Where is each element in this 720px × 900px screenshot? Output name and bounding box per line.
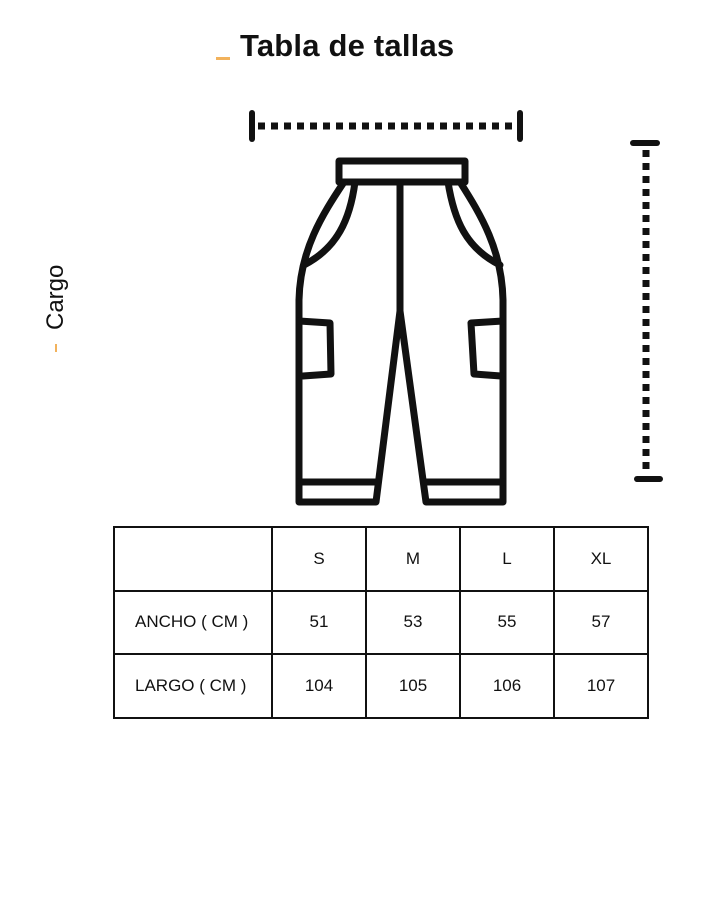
- table-header-row: S M L XL: [113, 526, 649, 592]
- table-row: ANCHO ( CM ) 51 53 55 57: [113, 589, 649, 656]
- size-chart-table: S M L XL ANCHO ( CM ) 51 53 55 57 LARGO …: [113, 526, 649, 719]
- table-row: LARGO ( CM ) 104 105 106 107: [113, 653, 649, 719]
- page-header: Tabla de tallas: [216, 28, 454, 64]
- table-cell: 55: [459, 589, 555, 656]
- measurement-illustration: [249, 110, 663, 506]
- header-cell-xl: XL: [553, 526, 649, 592]
- table-cell: 51: [271, 589, 367, 656]
- header-cell-s: S: [271, 526, 367, 592]
- table-cell: 53: [365, 589, 461, 656]
- header-cell-l: L: [459, 526, 555, 592]
- row-label-largo: LARGO ( CM ): [113, 653, 273, 719]
- table-cell: 105: [365, 653, 461, 719]
- pants-icon: [295, 157, 507, 506]
- table-cell: 57: [553, 589, 649, 656]
- table-cell: 107: [553, 653, 649, 719]
- header-cell-empty: [113, 526, 273, 592]
- row-label-ancho: ANCHO ( CM ): [113, 589, 273, 656]
- header-cell-m: M: [365, 526, 461, 592]
- length-measure-icon: [630, 140, 663, 482]
- page-title: Tabla de tallas: [240, 28, 455, 63]
- table-cell: 104: [271, 653, 367, 719]
- table-cell: 106: [459, 653, 555, 719]
- title-accent-mark: [216, 57, 230, 60]
- width-measure-icon: [249, 110, 523, 142]
